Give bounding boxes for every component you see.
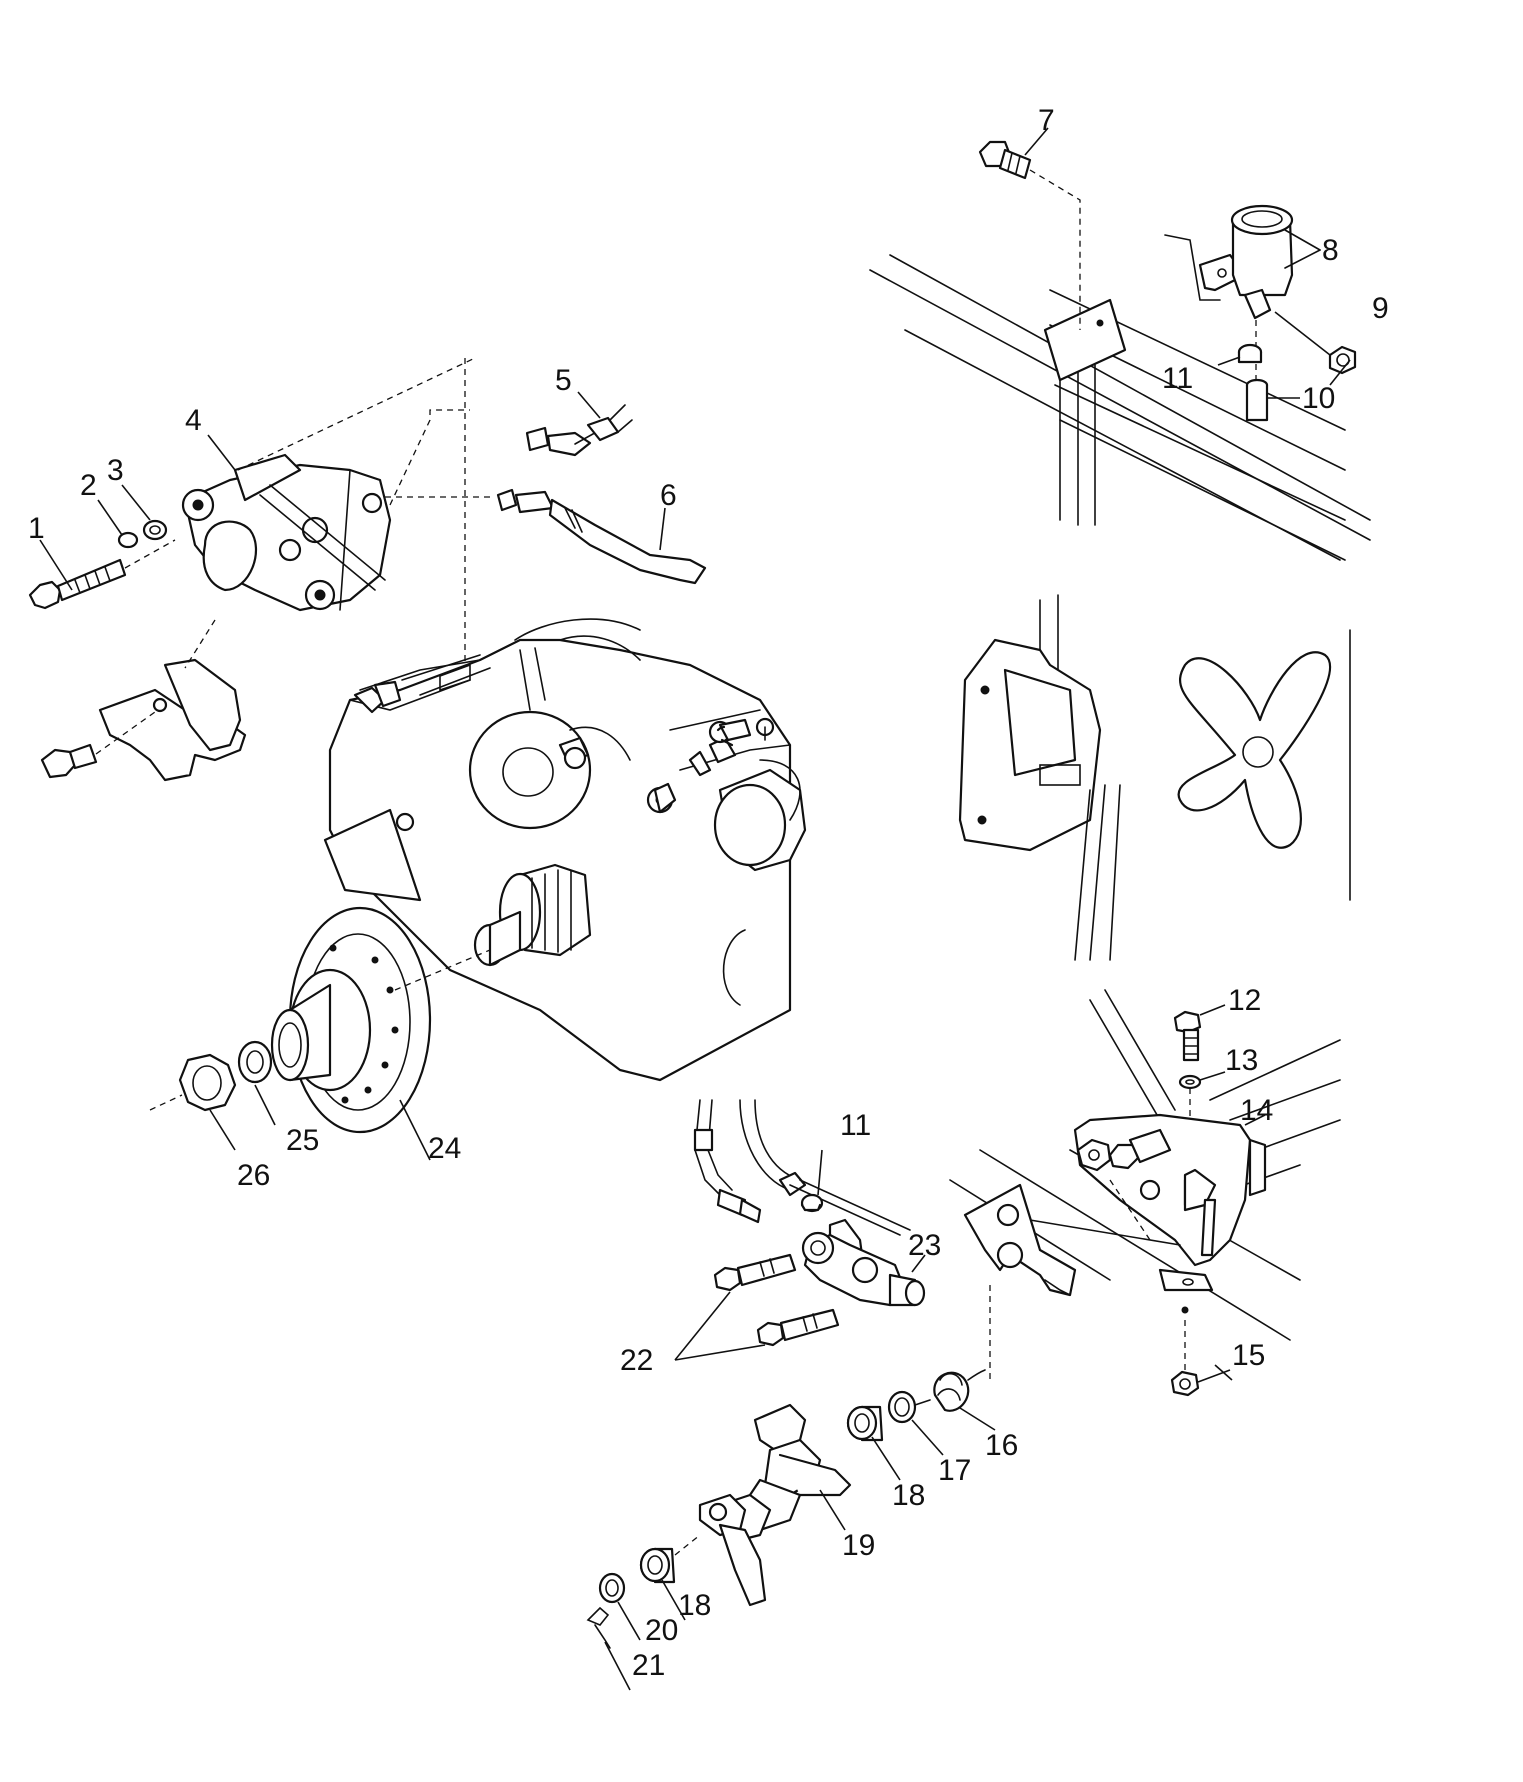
bolt-12 xyxy=(1173,1004,1226,1062)
callout-11-lower: 11 xyxy=(840,1109,871,1142)
callout-26: 26 xyxy=(237,1159,270,1192)
callout-leaders xyxy=(39,127,1351,1381)
brake-hose-6 xyxy=(496,488,707,585)
callout-18-upper: 18 xyxy=(892,1479,925,1512)
bolt-7 xyxy=(978,140,1081,330)
callout-5: 5 xyxy=(555,364,572,397)
callout-23: 23 xyxy=(908,1229,941,1262)
brake-pedal-19 xyxy=(698,1403,852,1607)
brake-line-lower xyxy=(693,1099,911,1260)
frame-upper xyxy=(869,254,1371,901)
master-cylinder-23 xyxy=(801,1231,926,1307)
washer-20 xyxy=(598,1572,641,1641)
bushing-18-upper xyxy=(846,1405,901,1481)
callout-8: 8 xyxy=(1322,234,1339,267)
washer-17 xyxy=(887,1390,944,1456)
nut-26 xyxy=(149,1053,237,1112)
callout-13: 13 xyxy=(1225,1044,1258,1077)
washer-13 xyxy=(1178,1071,1226,1120)
washer-25 xyxy=(237,1040,273,1084)
callout-2: 2 xyxy=(80,469,97,502)
callout-6: 6 xyxy=(660,479,677,512)
pad-pin xyxy=(40,711,156,779)
pivot-bracket-14 xyxy=(1029,1113,1267,1314)
brake-caliper xyxy=(181,453,392,612)
cotter-pin-21 xyxy=(586,1606,631,1691)
callout-4: 4 xyxy=(185,404,202,437)
callout-25: 25 xyxy=(286,1124,319,1157)
pedal-bracket xyxy=(963,1183,1077,1380)
bushing-18-lower xyxy=(639,1534,701,1621)
callout-11-upper: 11 xyxy=(1162,362,1193,395)
callout-15: 15 xyxy=(1232,1339,1265,1372)
callout-7: 7 xyxy=(1038,104,1055,137)
reservoir-8 xyxy=(1164,204,1321,380)
spring-16 xyxy=(914,1369,996,1431)
nut-15 xyxy=(1170,1320,1231,1397)
mount-bracket xyxy=(958,638,1121,961)
callout-10: 10 xyxy=(1302,382,1335,415)
bolt-22-leaders xyxy=(674,1291,766,1361)
callout-14: 14 xyxy=(1240,1094,1273,1127)
brake-disc-24 xyxy=(270,906,491,1134)
washer-2 xyxy=(117,531,139,549)
bolt-22a xyxy=(713,1253,797,1292)
brake-line-5 xyxy=(525,391,633,457)
hose-10 xyxy=(1245,378,1300,422)
bolt-1 xyxy=(28,539,176,610)
washer-3 xyxy=(142,519,168,541)
callout-17: 17 xyxy=(938,1454,971,1487)
callout-20: 20 xyxy=(645,1614,678,1647)
callout-24: 24 xyxy=(428,1132,461,1165)
callout-22: 22 xyxy=(620,1344,653,1377)
callout-9: 9 xyxy=(1372,292,1389,325)
transmission-case xyxy=(323,618,807,1082)
brake-pad xyxy=(98,619,247,782)
nut-9 xyxy=(1274,311,1357,375)
clamp-11-upper xyxy=(1217,343,1263,366)
callout-1: 1 xyxy=(28,512,45,545)
callout-labels: 1 2 3 4 5 6 7 8 9 10 11 11 12 13 14 15 1… xyxy=(28,104,1389,1682)
bolt-22b xyxy=(756,1308,840,1347)
callout-18-lower: 18 xyxy=(678,1589,711,1622)
callout-12: 12 xyxy=(1228,984,1261,1017)
clamp-11-lower xyxy=(800,1149,824,1213)
splined-shaft xyxy=(473,863,592,967)
callout-3: 3 xyxy=(107,454,124,487)
callout-21: 21 xyxy=(632,1649,665,1682)
callout-19: 19 xyxy=(842,1529,875,1562)
fan-blades xyxy=(1177,651,1332,849)
callout-16: 16 xyxy=(985,1429,1018,1462)
